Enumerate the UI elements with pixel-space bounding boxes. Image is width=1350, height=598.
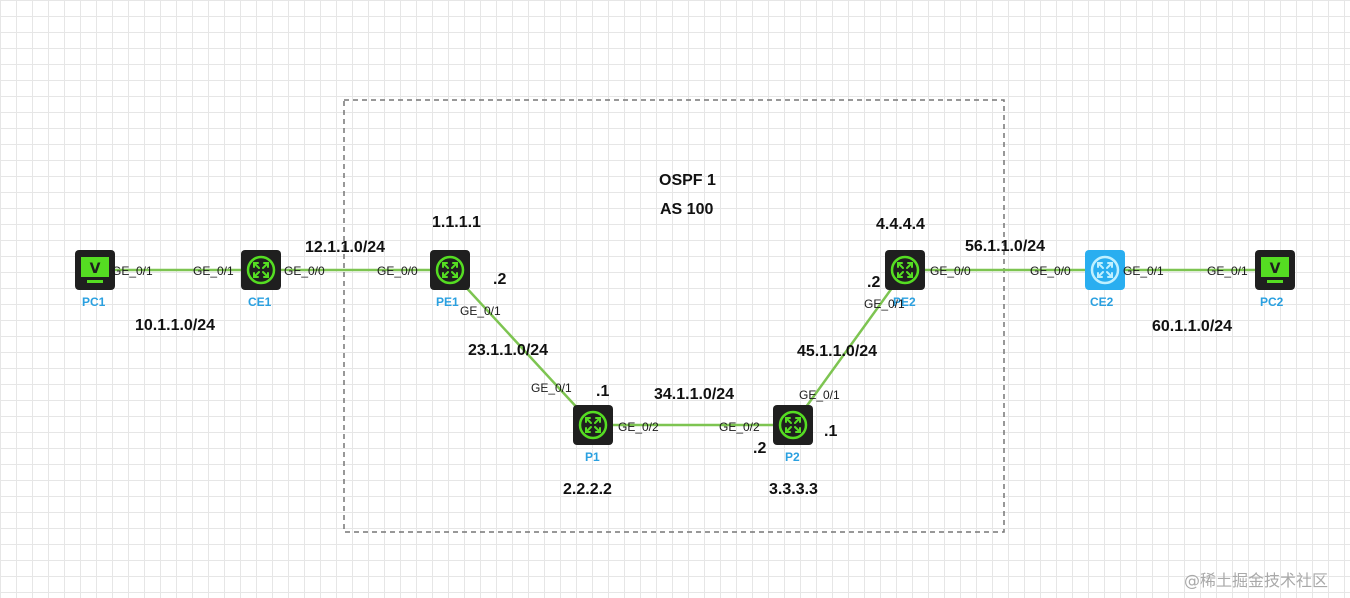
ospf-area-boundary [343, 99, 1005, 533]
host-pe2-dot2: .2 [867, 274, 881, 291]
subnet-pe1-p1: 23.1.1.0/24 [468, 342, 549, 359]
p2-router-id: 3.3.3.3 [769, 481, 818, 498]
port-ce1-ge00: GE_0/0 [284, 264, 325, 278]
port-p2-ge01: GE_0/1 [799, 388, 840, 402]
port-p1-ge02: GE_0/2 [618, 420, 659, 434]
port-ce1-ge01: GE_0/1 [193, 264, 234, 278]
p1-label: P1 [585, 450, 600, 464]
host-p2-dot1: .1 [824, 423, 838, 440]
pc2-node[interactable]: V [1255, 250, 1295, 290]
port-p1-ge01: GE_0/1 [531, 381, 572, 395]
subnet-pc1-ce1: 10.1.1.0/24 [135, 317, 216, 334]
link-p2-pe2 [791, 269, 907, 426]
port-pe1-ge00: GE_0/0 [377, 264, 418, 278]
subnet-p2-pe2: 45.1.1.0/24 [797, 343, 878, 360]
port-ce2-ge01: GE_0/1 [1123, 264, 1164, 278]
svg-text:V: V [1270, 261, 1281, 277]
router-icon [430, 250, 470, 290]
host-p2-dot2: .2 [753, 440, 767, 457]
pc-icon: V [75, 250, 115, 290]
ospf-title: OSPF 1 [659, 172, 716, 189]
p1-router-id: 2.2.2.2 [563, 481, 612, 498]
p2-label: P2 [785, 450, 800, 464]
router-icon [773, 405, 813, 445]
router-icon [885, 250, 925, 290]
pc1-label: PC1 [82, 295, 106, 309]
subnet-ce1-pe1: 12.1.1.0/24 [305, 239, 386, 256]
pe1-label: PE1 [436, 295, 459, 309]
watermark: @稀土掘金技术社区 [1184, 571, 1329, 590]
port-p2-ge02: GE_0/2 [719, 420, 760, 434]
router-icon [573, 405, 613, 445]
host-p1-dot1: .1 [596, 383, 610, 400]
ce1-node[interactable] [241, 250, 281, 290]
pe1-node[interactable] [430, 250, 470, 290]
pc1-node[interactable]: V [75, 250, 115, 290]
port-pe2-ge01: GE_0/1 [864, 297, 905, 311]
subnet-ce2-pc2: 60.1.1.0/24 [1152, 318, 1233, 335]
p2-node[interactable] [773, 405, 813, 445]
router-icon [1085, 250, 1125, 290]
link-pe1-p1 [449, 269, 594, 426]
as-title: AS 100 [660, 201, 714, 218]
svg-text:V: V [90, 261, 101, 277]
port-pe1-ge01: GE_0/1 [460, 304, 501, 318]
port-pc2-ge01: GE_0/1 [1207, 264, 1248, 278]
pc2-label: PC2 [1260, 295, 1284, 309]
port-pe2-ge00: GE_0/0 [930, 264, 971, 278]
router-icon [241, 250, 281, 290]
pe2-label: PE2 [893, 295, 916, 309]
pe1-router-id: 1.1.1.1 [432, 214, 481, 231]
pe2-node[interactable] [885, 250, 925, 290]
pc-icon: V [1255, 250, 1295, 290]
subnet-pe2-ce2: 56.1.1.0/24 [965, 238, 1046, 255]
subnet-p1-p2: 34.1.1.0/24 [654, 386, 735, 403]
ce2-label: CE2 [1090, 295, 1114, 309]
ce2-node[interactable] [1085, 250, 1125, 290]
pe2-router-id: 4.4.4.4 [876, 216, 925, 233]
host-pe1-dot2: .2 [493, 271, 507, 288]
port-pc1-ge01: GE_0/1 [112, 264, 153, 278]
p1-node[interactable] [573, 405, 613, 445]
port-ce2-ge00: GE_0/0 [1030, 264, 1071, 278]
ce1-label: CE1 [248, 295, 272, 309]
